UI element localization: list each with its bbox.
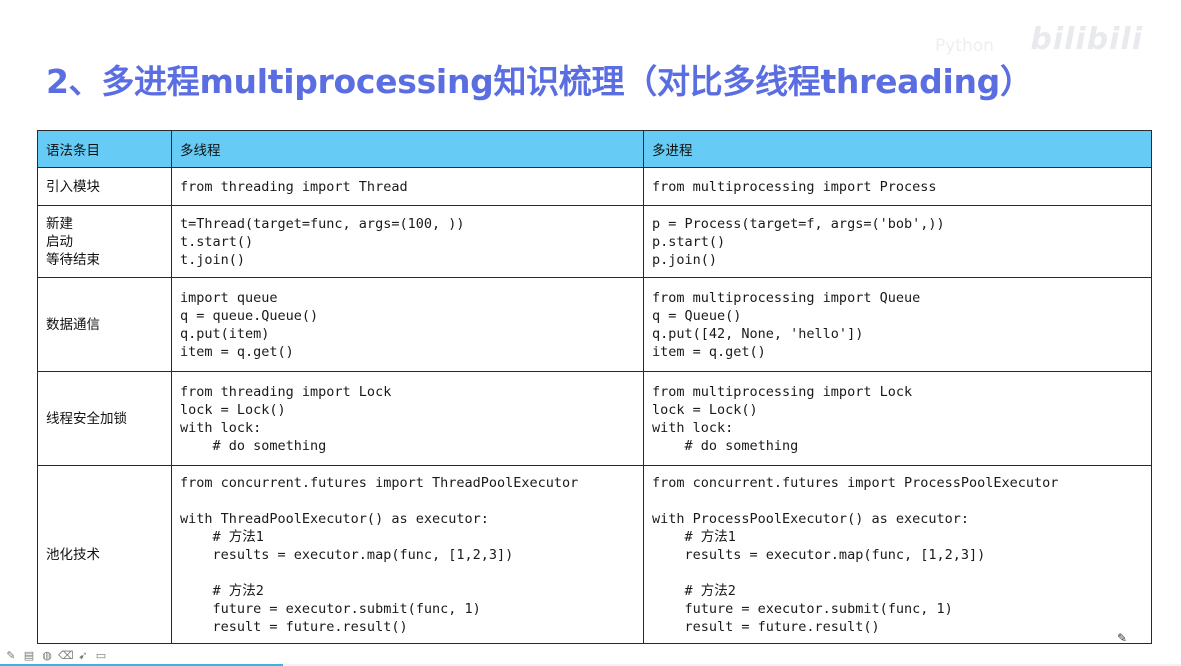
code-line: from multiprocessing import Lock — [652, 383, 913, 400]
eraser-icon[interactable]: ⌫ — [58, 649, 74, 662]
row-label: 数据通信 — [37, 277, 172, 372]
code-line: p.join() — [652, 251, 718, 268]
header-syntax-item: 语法条目 — [37, 130, 172, 168]
code-line: results = executor.map(func, [1,2,3]) — [180, 546, 514, 563]
code-line: item = q.get() — [180, 343, 294, 360]
code-line: future = executor.submit(func, 1) — [180, 600, 481, 617]
code-line: with lock: — [180, 419, 262, 436]
label-line: 数据通信 — [46, 316, 100, 333]
code-line — [180, 564, 635, 582]
pointer-icon[interactable]: ➹ — [78, 649, 88, 662]
code-line: q = Queue() — [652, 307, 742, 324]
code-line: p = Process(target=f, args=('bob',)) — [652, 215, 945, 232]
table-header-row: 语法条目 多线程 多进程 — [37, 130, 1152, 168]
slides-icon[interactable]: ▤ — [23, 649, 35, 662]
code-line: from threading import Lock — [180, 383, 392, 400]
row-label: 新建启动等待结束 — [37, 205, 172, 278]
code-line — [652, 564, 1143, 582]
code-line: future = executor.submit(func, 1) — [652, 600, 953, 617]
code-line: q.put([42, None, 'hello']) — [652, 325, 864, 342]
label-line: 启动 — [46, 233, 73, 250]
label-line: 池化技术 — [46, 546, 100, 563]
code-line: t.join() — [180, 251, 246, 268]
comparison-table: 语法条目 多线程 多进程 引入模块 from threading import T… — [37, 130, 1152, 644]
code-line: with ProcessPoolExecutor() as executor: — [652, 510, 969, 527]
label-line: 新建 — [46, 215, 73, 232]
table-row: 引入模块 from threading import Thread from mul… — [37, 167, 1152, 206]
code-line: t.start() — [180, 233, 254, 250]
thread-code-cell: t=Thread(target=func, args=(100, ))t.sta… — [171, 205, 644, 278]
palette-icon[interactable]: ◍ — [42, 649, 52, 662]
code-line: lock = Lock() — [180, 401, 286, 418]
process-code-cell: from multiprocessing import Process — [643, 167, 1152, 206]
code-line: from threading import Thread — [180, 178, 408, 195]
code-line: from concurrent.futures import ThreadPoo… — [180, 474, 579, 491]
code-line: from multiprocessing import Process — [652, 178, 937, 195]
label-line: 等待结束 — [46, 251, 100, 268]
thread-code-cell: from concurrent.futures import ThreadPoo… — [171, 465, 644, 644]
code-line — [180, 492, 635, 510]
watermark-username: Python — [935, 36, 994, 56]
header-multithreading: 多线程 — [171, 130, 644, 168]
code-line: lock = Lock() — [652, 401, 758, 418]
code-line: q = queue.Queue() — [180, 307, 319, 324]
pen-cursor-icon: ✎ — [1117, 631, 1128, 645]
code-line: result = future.result() — [652, 618, 880, 635]
code-line: with ThreadPoolExecutor() as executor: — [180, 510, 489, 527]
code-line: # 方法2 — [652, 582, 736, 599]
pen-icon[interactable]: ✎ — [6, 649, 16, 662]
row-label: 引入模块 — [37, 167, 172, 206]
code-line: # do something — [652, 437, 799, 454]
code-line — [652, 492, 1143, 510]
code-line: q.put(item) — [180, 325, 270, 342]
code-line: from concurrent.futures import ProcessPo… — [652, 474, 1059, 491]
presentation-toolbar: ✎ ▤ ◍ ⌫ ➹ ▭ — [4, 648, 108, 664]
header-multiprocessing: 多进程 — [643, 130, 1152, 168]
bilibili-watermark-logo: bilibili — [1030, 22, 1143, 57]
code-line: # 方法2 — [180, 582, 264, 599]
playback-progress-bar[interactable] — [0, 664, 1181, 666]
code-line: from multiprocessing import Queue — [652, 289, 921, 306]
code-line: # 方法1 — [180, 528, 264, 545]
playback-progress-fill — [0, 664, 284, 666]
code-line: result = future.result() — [180, 618, 408, 635]
process-code-cell: from concurrent.futures import ProcessPo… — [643, 465, 1152, 644]
code-line: import queue — [180, 289, 278, 306]
code-line: results = executor.map(func, [1,2,3]) — [652, 546, 986, 563]
slide-title: 2、多进程multiprocessing知识梳理（对比多线程threading） — [46, 62, 1033, 101]
code-line: t=Thread(target=func, args=(100, )) — [180, 215, 465, 232]
code-line: p.start() — [652, 233, 726, 250]
process-code-cell: p = Process(target=f, args=('bob',))p.st… — [643, 205, 1152, 278]
table-row: 池化技术 from concurrent.futures import Threa… — [37, 465, 1152, 644]
thread-code-cell: from threading import Thread — [171, 167, 644, 206]
code-line: with lock: — [652, 419, 734, 436]
row-label: 线程安全加锁 — [37, 371, 172, 466]
label-line: 引入模块 — [46, 178, 100, 195]
row-label: 池化技术 — [37, 465, 172, 644]
code-line: item = q.get() — [652, 343, 766, 360]
screen-icon[interactable]: ▭ — [95, 649, 107, 662]
code-line: # 方法1 — [652, 528, 736, 545]
code-line: # do something — [180, 437, 327, 454]
label-line: 线程安全加锁 — [46, 410, 127, 427]
